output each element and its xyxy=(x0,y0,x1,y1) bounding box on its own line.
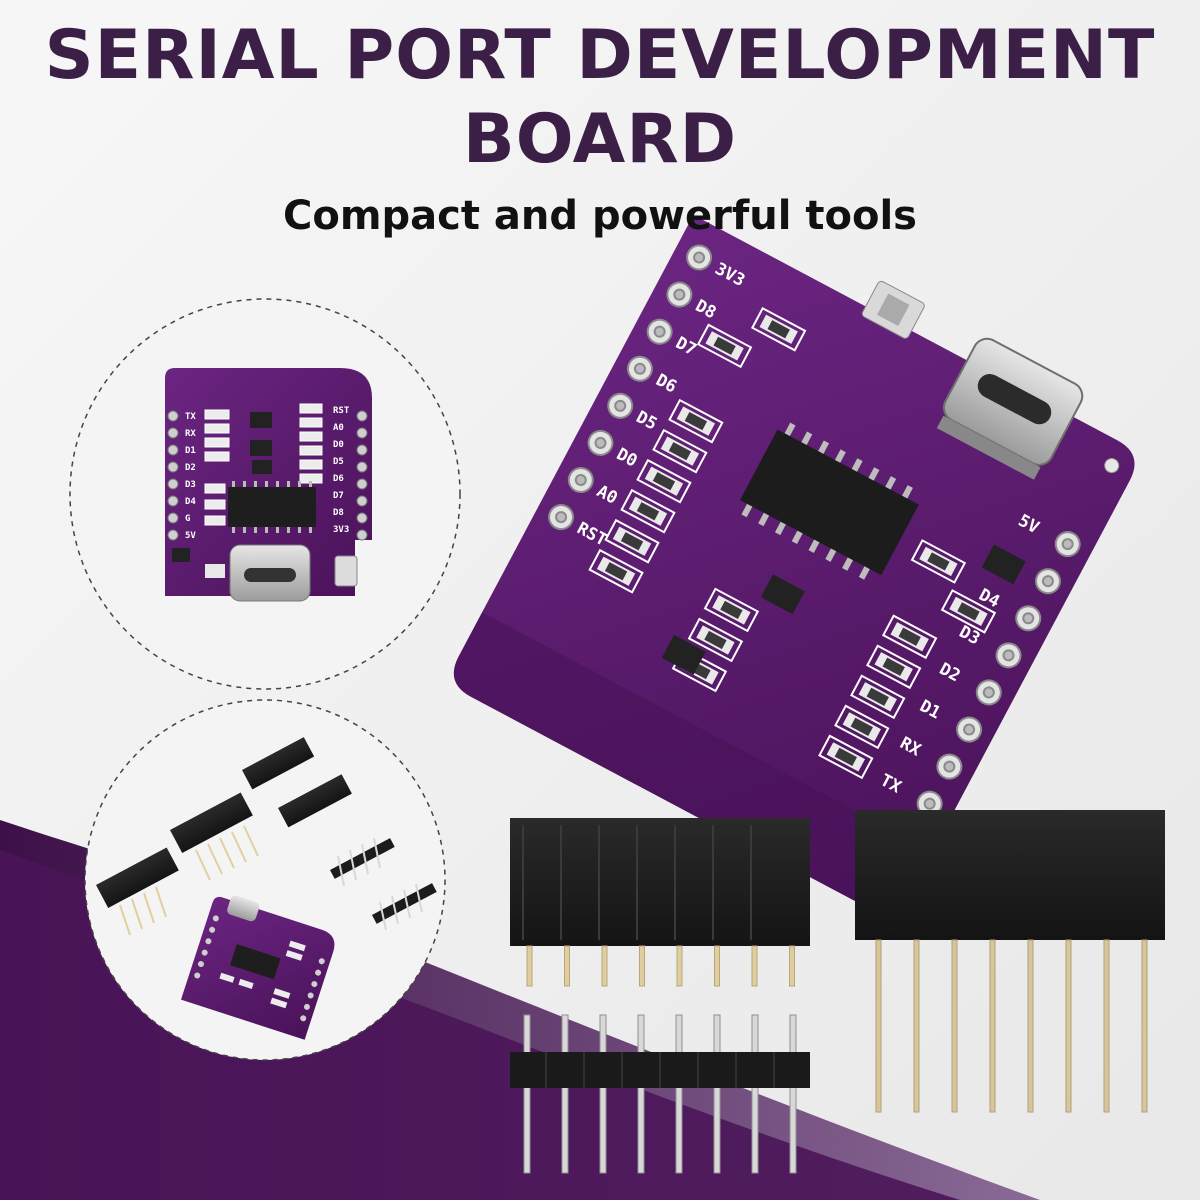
small-board-transistors xyxy=(250,412,272,474)
page-subtitle: Compact and powerful tools xyxy=(283,193,917,239)
small-board-pin-label: D1 xyxy=(185,446,196,456)
small-board-pin-label: D4 xyxy=(185,497,196,507)
female-header-8pin-left xyxy=(510,818,810,987)
small-board-right-holes xyxy=(356,410,368,541)
small-board-pin-label: D0 xyxy=(333,440,344,450)
small-board-chip-legs xyxy=(232,481,312,533)
main-board-chip xyxy=(739,429,919,576)
kit-board xyxy=(181,895,335,1040)
small-board-pin-label: A0 xyxy=(333,423,344,433)
small-board-pin-label: 5V xyxy=(185,531,196,541)
main-board-transistors xyxy=(661,544,1026,675)
detail-circle-kit xyxy=(84,699,446,1061)
kit-male-headers xyxy=(330,838,437,924)
kit-header-pins xyxy=(119,825,259,936)
small-board-reset-button xyxy=(334,555,358,587)
small-board-pin-label: 3V3 xyxy=(333,525,349,535)
small-board-pin-label: D6 xyxy=(333,474,344,484)
female-header-8pin-right xyxy=(855,810,1165,1113)
title-line-2: BOARD xyxy=(462,100,738,179)
small-board-pin-label: D7 xyxy=(333,491,344,501)
small-board-pin-label: D2 xyxy=(185,463,196,473)
small-board-pin-label: G xyxy=(185,514,190,524)
purple-swoosh-inner xyxy=(0,850,960,1200)
small-board-resistors xyxy=(204,403,323,526)
title-line-1: SERIAL PORT DEVELOPMENT xyxy=(44,16,1156,95)
male-header-8pin xyxy=(510,1014,810,1174)
main-board-left-holes xyxy=(548,244,713,531)
small-board-pin-label: D3 xyxy=(185,480,196,490)
page-title: SERIAL PORT DEVELOPMENT BOARD xyxy=(0,14,1200,182)
small-board-pin-label: RX xyxy=(185,429,196,439)
main-board-right-holes xyxy=(916,531,1081,817)
small-board-pin-label: RST xyxy=(333,406,350,416)
small-board-left-holes xyxy=(167,410,179,541)
kit-female-headers xyxy=(96,737,352,908)
small-board-pin-label: D8 xyxy=(333,508,344,518)
small-board-chip xyxy=(228,487,316,527)
small-board-pin-label: TX xyxy=(185,412,196,422)
small-board-pin-label: D5 xyxy=(333,457,344,467)
